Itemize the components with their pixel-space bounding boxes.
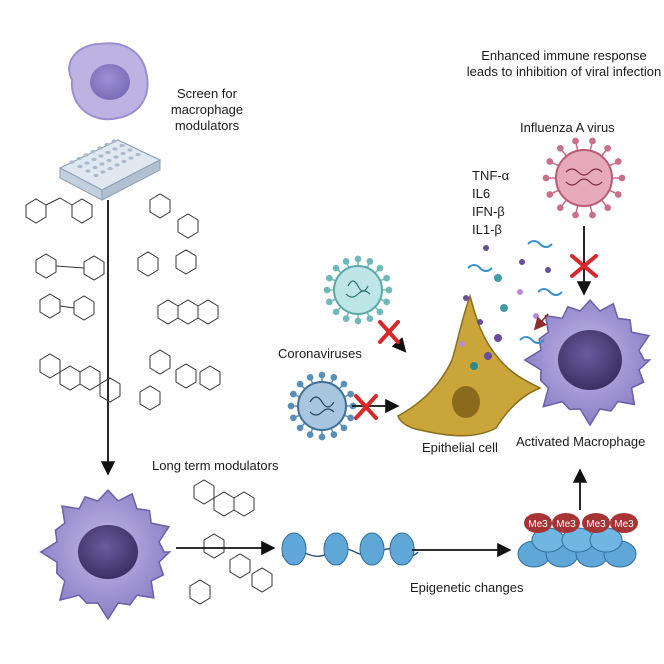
epithelial-cell xyxy=(397,293,542,437)
cytokine-release-arrow xyxy=(533,313,549,331)
cytokine-label: IFN-β xyxy=(472,204,505,219)
enhanced-response-label: Enhanced immune response leads to inhibi… xyxy=(466,48,662,79)
block-cross-icon xyxy=(354,394,378,420)
epigenetic-label: Epigenetic changes xyxy=(410,580,524,595)
compound-structures xyxy=(25,193,273,605)
coronavirus-icon xyxy=(287,371,357,441)
coronaviruses-label: Coronaviruses xyxy=(278,346,362,361)
epithelial-cell-label: Epithelial cell xyxy=(422,440,498,455)
cytokine-label: TNF-α xyxy=(472,168,510,183)
me3-badge: Me3 xyxy=(552,513,580,533)
me3-badge: Me3 xyxy=(524,513,552,533)
me3-label: Me3 xyxy=(586,519,606,530)
coronavirus-icon xyxy=(323,255,393,325)
me3-label: Me3 xyxy=(556,519,576,530)
chromatin-nucleosomes xyxy=(281,532,419,566)
me3-marks: Me3 Me3 Me3 Me3 xyxy=(524,513,638,533)
me3-label: Me3 xyxy=(528,519,548,530)
cytokine-label: IL1-β xyxy=(472,222,502,237)
influenza-virus xyxy=(542,137,626,219)
well-plate-icon xyxy=(58,139,162,201)
influenza-label: Influenza A virus xyxy=(520,120,615,135)
cytokine-label: IL6 xyxy=(472,186,491,201)
resting-macrophage xyxy=(68,42,149,121)
block-cross-icon xyxy=(570,254,598,278)
me3-badge: Me3 xyxy=(582,513,610,533)
me3-label: Me3 xyxy=(614,519,634,530)
cytokine-particles xyxy=(459,240,563,370)
screen-label: Screen for macrophage modulators xyxy=(170,86,244,133)
methylated-chromatin xyxy=(517,527,637,568)
trained-macrophage xyxy=(39,488,172,621)
activated-macrophage xyxy=(523,298,652,427)
me3-badge: Me3 xyxy=(610,513,638,533)
block-cross-icon xyxy=(378,320,400,344)
activated-macrophage-label: Activated Macrophage xyxy=(516,434,646,449)
long-term-label: Long term modulators xyxy=(152,458,279,473)
